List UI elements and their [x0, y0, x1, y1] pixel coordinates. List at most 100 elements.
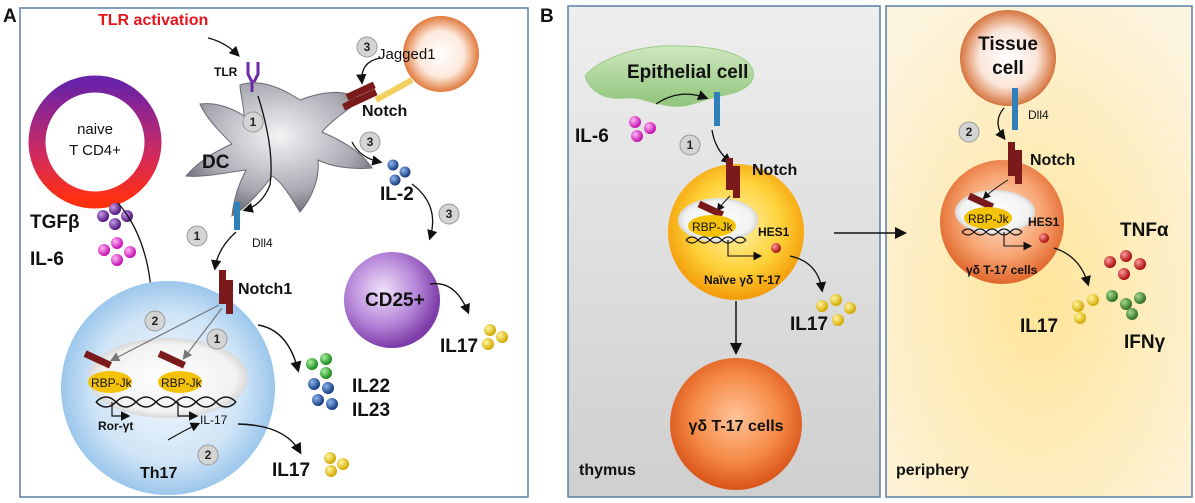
tissue-signal-arrow	[995, 107, 1006, 141]
naive-label-line2: T CD4+	[69, 142, 121, 159]
rbp-jk-right-label: RBP-Jk	[161, 376, 203, 390]
il6-cytokines-a	[98, 237, 136, 266]
cd25-secretion-arrow	[429, 282, 470, 315]
notch-label-thymus: Notch	[752, 162, 797, 179]
svg-text:1: 1	[250, 115, 257, 129]
panel-a-letter: A	[3, 6, 17, 27]
jagged1-ligand	[374, 77, 414, 103]
step-badge-3a: 3	[356, 36, 378, 58]
hes1-label-periphery: HES1	[1028, 215, 1060, 229]
panel-b-letter: B	[540, 6, 554, 27]
rbp-jk-thymus-label: RBP-Jk	[692, 220, 734, 234]
cytokine-secretion-arrow-periphery	[1053, 247, 1091, 287]
nicd-fragment-left	[83, 350, 112, 369]
notch1-to-rbp-left-arrow	[109, 304, 220, 362]
notch-receptor-periphery	[1008, 142, 1022, 184]
il6-label-b: IL-6	[575, 126, 609, 147]
rbp-jk-left	[88, 371, 132, 393]
il17-secretion-arrow-a	[237, 423, 302, 455]
step-badge-1-thymus: 1	[679, 134, 701, 156]
rorgt-to-il17-arrow	[167, 422, 201, 441]
il2-to-cd25-arrow	[411, 183, 438, 241]
svg-text:3: 3	[367, 135, 374, 149]
svg-text:2: 2	[152, 314, 159, 328]
naive-label-line1: naive	[77, 121, 113, 138]
svg-text:1: 1	[214, 332, 221, 346]
svg-text:2: 2	[966, 125, 973, 139]
rorgt-label: Ror-γt	[98, 419, 133, 433]
step-badge-2a: 2	[144, 310, 166, 332]
il17-cytokines-thymus	[816, 294, 856, 326]
il17-label-thymus: IL17	[790, 314, 828, 335]
epithelial-label: Epithelial cell	[627, 62, 748, 83]
il23-label: IL23	[352, 400, 390, 421]
il22-il23-cytokines	[306, 353, 338, 410]
notch-cleavage-arrow-periphery	[982, 179, 1009, 200]
il2-label: IL-2	[380, 184, 414, 205]
tlr-to-dll4-arrow	[242, 95, 272, 213]
il6-cytokines-b	[629, 116, 656, 142]
il17-cytokines-cd25	[482, 324, 508, 350]
step-badge-2-periphery: 2	[958, 121, 980, 143]
notch-receptor-dc	[341, 81, 378, 111]
rbp-jk-left-label: RBP-Jk	[91, 376, 133, 390]
svg-text:3: 3	[364, 40, 371, 54]
cd25-cell	[344, 252, 440, 348]
dna-helix-periphery	[961, 228, 1023, 236]
dna-helix-a	[95, 396, 237, 408]
nicd-fragment-right	[157, 350, 186, 369]
il17-secretion-arrow-thymus	[789, 255, 827, 293]
th17-label: Th17	[140, 465, 177, 482]
hes1-promoter-arrow-periphery	[1003, 232, 1033, 251]
tissue-label-line1: Tissue	[978, 34, 1038, 55]
ifng-cytokines	[1106, 290, 1146, 320]
epithelial-cell	[584, 45, 754, 107]
thymus-label: thymus	[579, 462, 636, 479]
jagged1-label: Jagged1	[378, 46, 436, 63]
tlr-label: TLR	[214, 65, 238, 79]
il22-label: IL22	[352, 376, 390, 397]
rbp-jk-periphery-label: RBP-Jk	[968, 212, 1010, 226]
il17-cytokines-periphery	[1072, 294, 1099, 324]
panel-a: A TLR activation DC TLR Jagged1 Notch 3	[3, 6, 529, 498]
rbp-jk-right	[158, 371, 202, 393]
svg-text:1: 1	[194, 229, 201, 243]
ifng-label: IFNγ	[1124, 332, 1166, 353]
il17-promoter-arrow	[177, 402, 199, 421]
step-badge-3c: 3	[438, 203, 460, 225]
notch1-to-il22-arrow	[257, 324, 302, 373]
panel-b: B Epithelial cell IL-6 1 Notch RBP-Jk	[540, 5, 1193, 498]
notch-receptor-thymus	[726, 158, 740, 198]
gd-t17-cell-thymus	[670, 358, 802, 490]
rbp-jk-thymus	[688, 215, 736, 237]
step-badge-3b: 3	[359, 131, 381, 153]
dll4-ligand-periphery	[1012, 88, 1018, 130]
tgfb-label: TGFβ	[30, 212, 80, 233]
periphery-label: periphery	[896, 462, 969, 479]
nicd-fragment-periphery	[967, 192, 995, 211]
notch-cleavage-arrow-thymus	[716, 195, 731, 212]
hes1-label-thymus: HES1	[758, 225, 790, 239]
hes1-protein-periphery	[1039, 233, 1049, 243]
notch1-to-rbp-right-arrow	[182, 307, 223, 360]
step-badge-1c: 1	[206, 328, 228, 350]
step-badge-1b: 1	[186, 225, 208, 247]
dna-helix-thymus	[685, 236, 747, 244]
tlr-activation-label: TLR activation	[98, 12, 208, 29]
il17-cd25-label: IL17	[440, 336, 478, 357]
dll4-label-periphery: Dll4	[1028, 108, 1049, 122]
rorgt-promoter-arrow	[111, 402, 131, 421]
il17-bottom-label: IL17	[272, 460, 310, 481]
jagged1-cell	[403, 16, 479, 92]
naive-gd-label: Naïve γδ T-17	[704, 273, 781, 287]
il2-cytokines	[387, 159, 411, 186]
dc-label: DC	[202, 152, 230, 173]
svg-text:1: 1	[687, 138, 694, 152]
il6-label-a: IL-6	[30, 249, 64, 270]
dll4-to-notch1-arrow	[211, 231, 237, 271]
cd25-label: CD25+	[365, 290, 425, 311]
tgfb-cytokines	[97, 203, 133, 230]
hes1-promoter-arrow-thymus	[727, 240, 763, 261]
notch-label-periphery: Notch	[1030, 152, 1075, 169]
